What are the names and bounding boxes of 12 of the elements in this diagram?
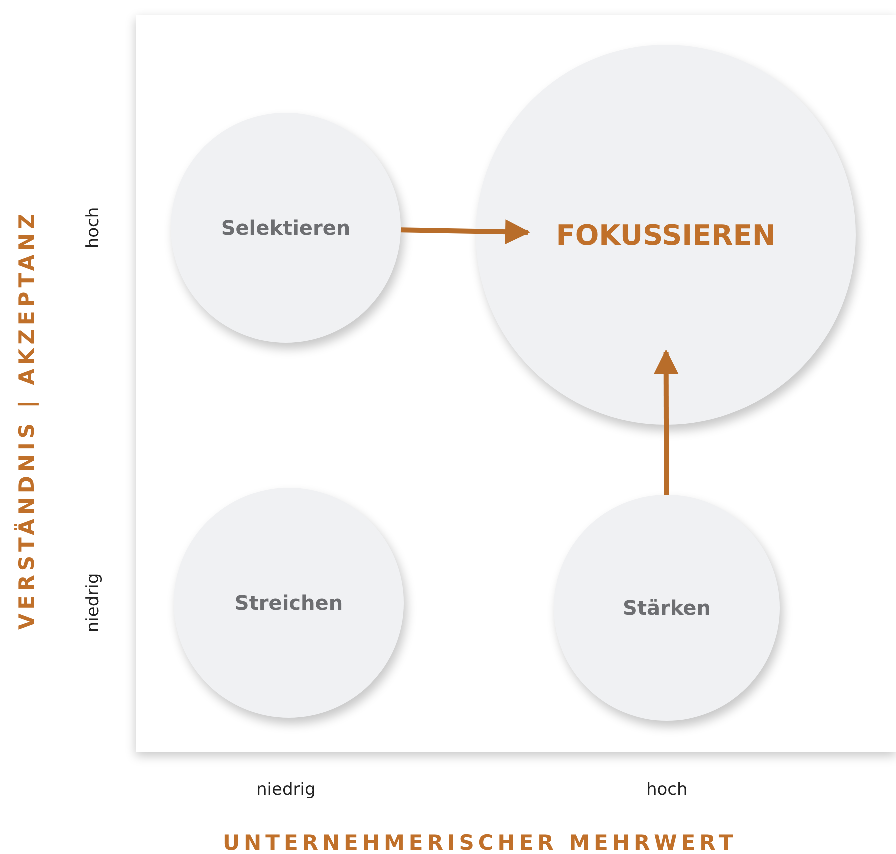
axis-label: niedrig <box>256 780 316 800</box>
node-label: Streichen <box>234 591 344 615</box>
axis-title: VERSTÄNDNIS | AKZEPTANZ <box>14 210 39 630</box>
axis-label: hoch <box>83 207 104 249</box>
node-label: Selektieren <box>221 216 351 240</box>
axis-label: niedrig <box>83 573 104 633</box>
node-label: Stärken <box>623 596 711 620</box>
axis-title: UNTERNEHMERISCHER MEHRWERT <box>223 831 738 854</box>
arrow <box>400 220 530 245</box>
axis-label: hoch <box>646 780 688 800</box>
arrow <box>654 350 679 495</box>
node-label: FOKUSSIEREN <box>556 218 776 252</box>
